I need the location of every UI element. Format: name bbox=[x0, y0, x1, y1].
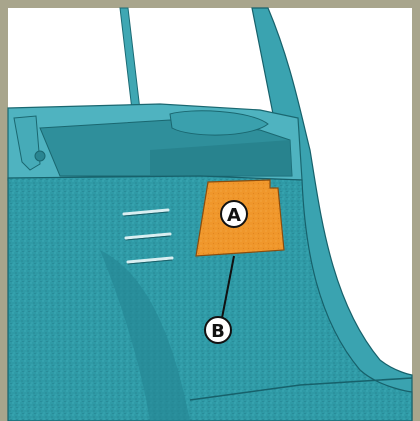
callout-a: A bbox=[221, 201, 247, 227]
trim-hole bbox=[35, 151, 45, 161]
callout-b-label: B bbox=[211, 321, 225, 342]
callout-b: B bbox=[205, 317, 231, 343]
callout-a-label: A bbox=[227, 205, 241, 226]
